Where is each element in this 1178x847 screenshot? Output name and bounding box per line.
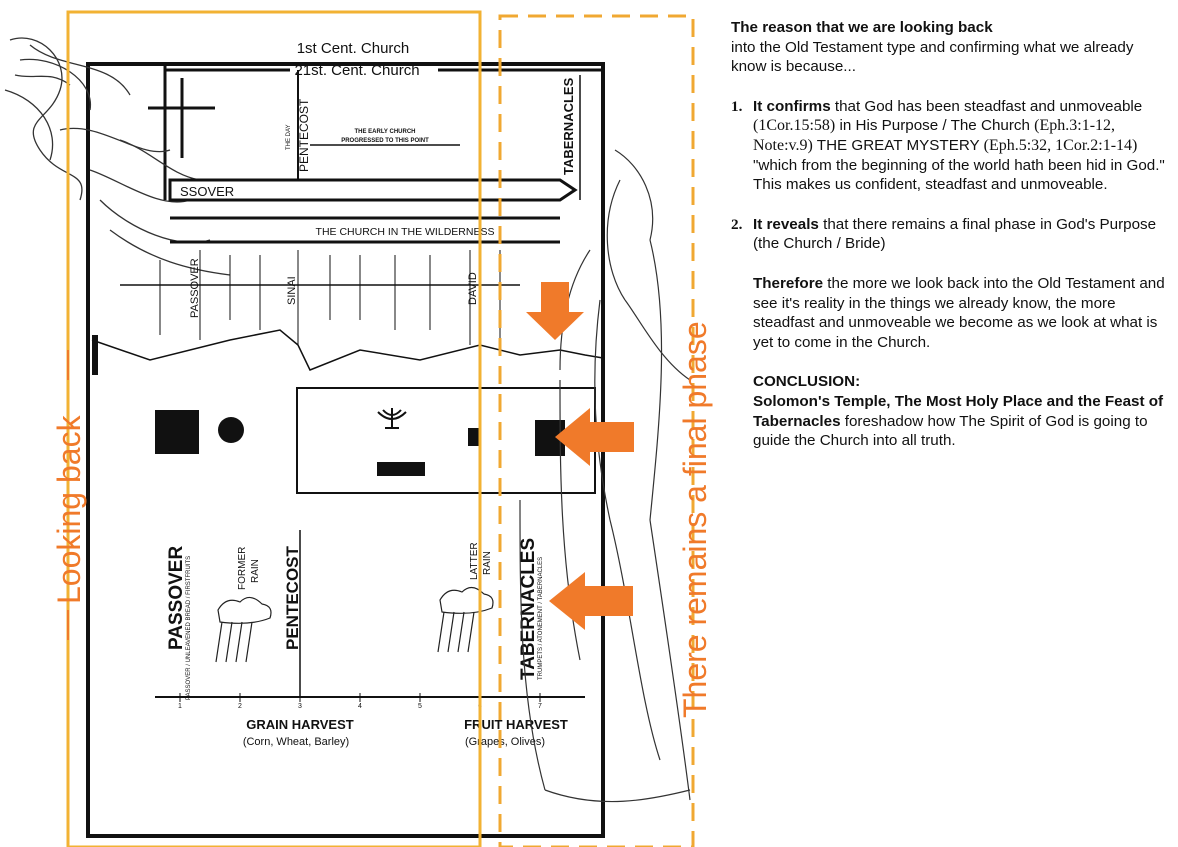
- point-2-number: 2.: [731, 215, 743, 233]
- menorah-icon: [377, 408, 407, 429]
- final-phase-frame: [498, 14, 695, 847]
- passover-bar-label: SSOVER: [180, 184, 234, 199]
- point-1-number: 1.: [731, 97, 743, 115]
- conclusion-paragraph: CONCLUSION: Solomon's Temple, The Most H…: [731, 372, 1171, 450]
- explanation-panel: The reason that we are looking back into…: [731, 18, 1171, 451]
- feast-passover: PASSOVER: [166, 546, 187, 650]
- fruit-harvest-sub: (Grapes, Olives): [465, 736, 545, 748]
- altar-bar: [377, 462, 425, 476]
- final-phase-caption: There remains a final phase: [677, 321, 713, 718]
- pentecost-top-label: PENTECOST: [297, 98, 311, 172]
- conclusion-bold: Solomon's Temple, The Most Holy Place an…: [753, 392, 1164, 430]
- early-church-label-2: PROGRESSED TO THIS POINT: [341, 138, 429, 144]
- fruit-harvest: FRUIT HARVEST: [464, 717, 568, 732]
- timeline-ticks: [159, 250, 501, 345]
- former-rain-1: FORMER: [237, 547, 248, 590]
- feast-passover-sub: PASSOVER / UNLEAVENED BREAD / FIRSTFRUIT…: [186, 556, 192, 700]
- therefore-bold: Therefore: [753, 274, 824, 292]
- intro-bold: The reason that we are looking back: [731, 19, 993, 36]
- month-numbers: 1 2 3 4 5 6 7: [178, 703, 542, 710]
- month-number: 1: [178, 703, 182, 710]
- point-1: 1. It confirms that God has been steadfa…: [731, 97, 1171, 195]
- outer-court-square: [155, 410, 199, 454]
- feast-pentecost: PENTECOST: [283, 545, 302, 650]
- month-number: 3: [298, 703, 302, 710]
- left-figure-sketch: [4, 37, 231, 276]
- feast-diagram: 1st Cent. Church 21st. Cent. Church THE …: [4, 10, 713, 847]
- point-1-text-d: "which from the beginning of the world h…: [753, 156, 1165, 194]
- therefore-text: the more we look back into the Old Testa…: [753, 274, 1165, 351]
- former-rain-2: RAIN: [250, 559, 261, 583]
- latter-rain-2: RAIN: [482, 551, 493, 575]
- month-number: 4: [358, 703, 362, 710]
- point-1-ref-3: (Eph.5:32, 1Cor.2:1-14): [983, 136, 1138, 154]
- conclusion-heading: CONCLUSION:: [753, 373, 861, 391]
- point-1-ref-2: (Eph.3:1-12, Note:v.9): [753, 117, 1116, 154]
- wilderness-label-bg: [300, 222, 510, 238]
- church-label-2: 21st. Cent. Church: [294, 62, 419, 79]
- point-1-bold: It confirms: [753, 97, 831, 115]
- month-number: 7: [538, 703, 542, 710]
- day-of-label: THE DAY: [286, 124, 292, 150]
- hill-line: [91, 329, 604, 371]
- point-2-text: that there remains a final phase in God'…: [753, 215, 1157, 253]
- intro-rest: into the Old Testament type and confirmi…: [731, 38, 1134, 76]
- intro-paragraph: The reason that we are looking back into…: [731, 18, 1171, 77]
- therefore-paragraph: Therefore the more we look back into the…: [731, 274, 1171, 352]
- church-label-1: 1st Cent. Church: [297, 40, 410, 57]
- holy-place-mark: [468, 428, 481, 446]
- tabernacles-top-label: TABERNACLES: [561, 77, 576, 175]
- month-number: 2: [238, 703, 242, 710]
- timeline-david: DAVID: [467, 272, 479, 305]
- point-1-text-a: that God has been steadfast and unmoveab…: [830, 97, 1143, 115]
- point-2-bold: It reveals: [753, 215, 819, 233]
- arrow-down-icon: [526, 282, 584, 340]
- arrow-left-icon: [555, 408, 634, 466]
- point-2: 2. It reveals that there remains a final…: [731, 215, 1171, 254]
- cloud-icon: [215, 596, 272, 663]
- point-1-ref-1: (1Cor.15:58): [753, 117, 836, 135]
- conclusion-text: foreshadow how The Spirit of God is goin…: [753, 412, 1148, 450]
- arrow-left-icon: [549, 572, 633, 630]
- wilderness-bar-label: THE CHURCH IN THE WILDERNESS: [316, 226, 495, 238]
- latter-rain-1: LATTER: [469, 542, 480, 580]
- timeline-sinai: SINAI: [286, 276, 298, 305]
- cloud-icon: [437, 586, 494, 653]
- point-1-text-c: THE GREAT MYSTERY: [812, 136, 984, 154]
- laver-circle: [218, 417, 244, 443]
- month-number: 5: [418, 703, 422, 710]
- feast-tabernacles-sub: TRUMPETS / ATONEMENT / TABERNACLES: [538, 557, 544, 680]
- early-church-label-1: THE EARLY CHURCH: [354, 129, 415, 135]
- looking-back-frame: [66, 10, 482, 847]
- grain-harvest-sub: (Corn, Wheat, Barley): [243, 736, 349, 748]
- hill-hatch: [92, 335, 98, 375]
- timeline-passover: PASSOVER: [189, 258, 201, 318]
- passover-bar: [168, 178, 578, 202]
- looking-back-caption: Looking back: [51, 414, 87, 604]
- point-1-text-b: in His Purpose / The Church: [835, 117, 1035, 135]
- grain-harvest: GRAIN HARVEST: [246, 717, 353, 732]
